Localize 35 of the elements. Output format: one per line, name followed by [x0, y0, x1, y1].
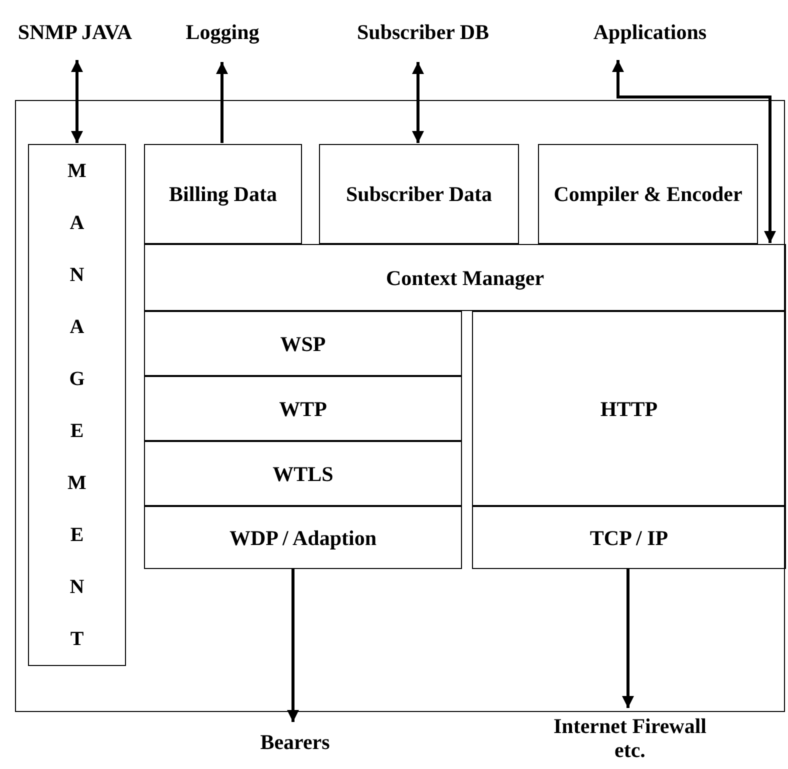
layer-label: Billing Data: [169, 182, 277, 206]
layer-label: WDP / Adaption: [229, 526, 377, 550]
arrow: [622, 568, 634, 708]
external-label: Internet Firewall etc.: [545, 708, 715, 768]
layer-box: [144, 376, 462, 441]
layer-box: [472, 506, 786, 569]
external-label: SNMP JAVA: [0, 2, 150, 62]
layer-box: [144, 144, 302, 244]
system-box: [15, 100, 785, 712]
layer-label: WTP: [279, 396, 327, 420]
layer-box: [144, 441, 462, 506]
layer-box: [472, 311, 786, 506]
layer-box: [319, 144, 519, 244]
arrow: [287, 568, 299, 722]
external-label: Applications: [565, 2, 735, 62]
arrow: [216, 62, 228, 143]
layer-label: TCP / IP: [590, 526, 668, 550]
arrow: [412, 62, 424, 143]
layer-box: [538, 144, 758, 244]
layer-label: Context Manager: [386, 266, 544, 290]
layer-label: Subscriber Data: [346, 182, 492, 206]
external-label: Bearers: [230, 722, 360, 762]
external-label: Subscriber DB: [318, 2, 528, 62]
layer-label: WSP: [280, 332, 326, 356]
external-label: Logging: [150, 2, 295, 62]
vertical-layer-label: MANAGEMENT: [66, 159, 88, 652]
management-column: [28, 144, 126, 666]
layer-label: HTTP: [600, 396, 658, 420]
layer-box: [144, 506, 462, 569]
layer-label: WTLS: [272, 462, 334, 486]
arrow: [71, 60, 83, 143]
arrow: [612, 60, 776, 243]
layer-box: [144, 311, 462, 376]
layer-label: Compiler & Encoder: [554, 182, 742, 206]
layer-box: [144, 244, 786, 311]
